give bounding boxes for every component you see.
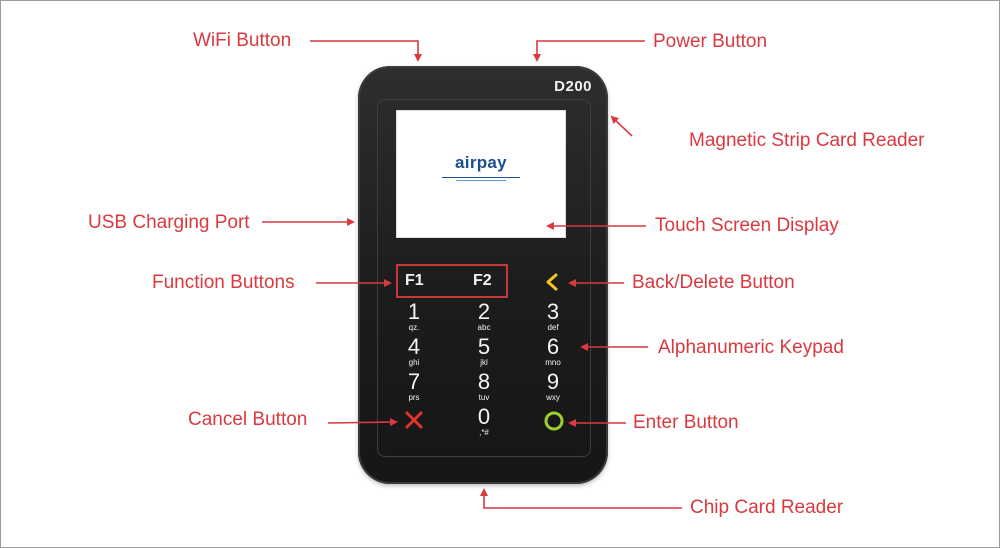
key-letters: def [547, 323, 559, 332]
arrow-cancel [327, 418, 398, 427]
key-letters: ,*# [479, 428, 489, 437]
f2-key[interactable]: F2 [473, 272, 492, 289]
key-digit: 4 [407, 334, 421, 359]
key-digit: 0 [477, 404, 491, 429]
key-5[interactable]: 5 jkl [462, 334, 506, 368]
key-3[interactable]: 3 def [531, 299, 575, 333]
key-letters: ghi [408, 358, 420, 367]
model-label: D200 [554, 78, 592, 95]
key-letters: wxy [546, 393, 560, 402]
circle-icon[interactable] [543, 410, 565, 432]
payment-terminal: D200 airpay F1 F2 1 qz. 2 abc 3 def 4 gh… [358, 66, 608, 484]
label-cancel-button: Cancel Button [188, 409, 308, 430]
label-magnetic-strip-card-reader: Magnetic Strip Card Reader [689, 130, 925, 151]
key-digit: 2 [477, 299, 491, 324]
chevron-left-icon[interactable] [543, 272, 561, 292]
front-bezel [377, 99, 591, 457]
screen-brand-logo: airpay [455, 153, 507, 172]
key-digit: 9 [546, 369, 560, 394]
key-letters: jkl [480, 358, 488, 367]
key-8[interactable]: 8 tuv [462, 369, 506, 403]
key-letters: tuv [478, 393, 490, 402]
key-2[interactable]: 2 abc [462, 299, 506, 333]
arrow-magstripe [610, 115, 633, 137]
label-power-button: Power Button [653, 31, 768, 52]
f1-key[interactable]: F1 [405, 272, 424, 289]
label-wifi-button: WiFi Button [193, 30, 292, 51]
key-6[interactable]: 6 mno [531, 334, 575, 368]
key-letters: prs [408, 393, 420, 402]
arrow-wifi [310, 40, 422, 62]
key-digit: 3 [546, 299, 560, 324]
x-icon[interactable] [404, 410, 424, 430]
arrow-power [533, 40, 645, 62]
key-digit: 8 [477, 369, 491, 394]
label-chip-card-reader: Chip Card Reader [690, 497, 844, 518]
label-enter-button: Enter Button [633, 412, 739, 433]
brand-underline [442, 177, 520, 183]
label-alphanumeric-keypad: Alphanumeric Keypad [658, 337, 844, 358]
key-digit: 6 [546, 334, 560, 359]
label-usb-charging-port: USB Charging Port [88, 212, 250, 233]
label-function-buttons: Function Buttons [152, 272, 295, 293]
key-1[interactable]: 1 qz. [392, 299, 436, 333]
key-0[interactable]: 0 ,*# [462, 404, 506, 438]
label-back-delete-button: Back/Delete Button [632, 272, 795, 293]
key-digit: 5 [477, 334, 491, 359]
key-letters: qz. [408, 323, 420, 332]
label-touch-screen-display: Touch Screen Display [655, 215, 839, 236]
arrow-chip [480, 488, 682, 509]
key-9[interactable]: 9 wxy [531, 369, 575, 403]
key-letters: mno [545, 358, 561, 367]
key-digit: 7 [407, 369, 421, 394]
touch-screen[interactable]: airpay [396, 110, 566, 238]
key-letters: abc [477, 323, 491, 332]
key-7[interactable]: 7 prs [392, 369, 436, 403]
function-keys-highlight [396, 264, 508, 298]
key-4[interactable]: 4 ghi [392, 334, 436, 368]
key-digit: 1 [407, 299, 421, 324]
